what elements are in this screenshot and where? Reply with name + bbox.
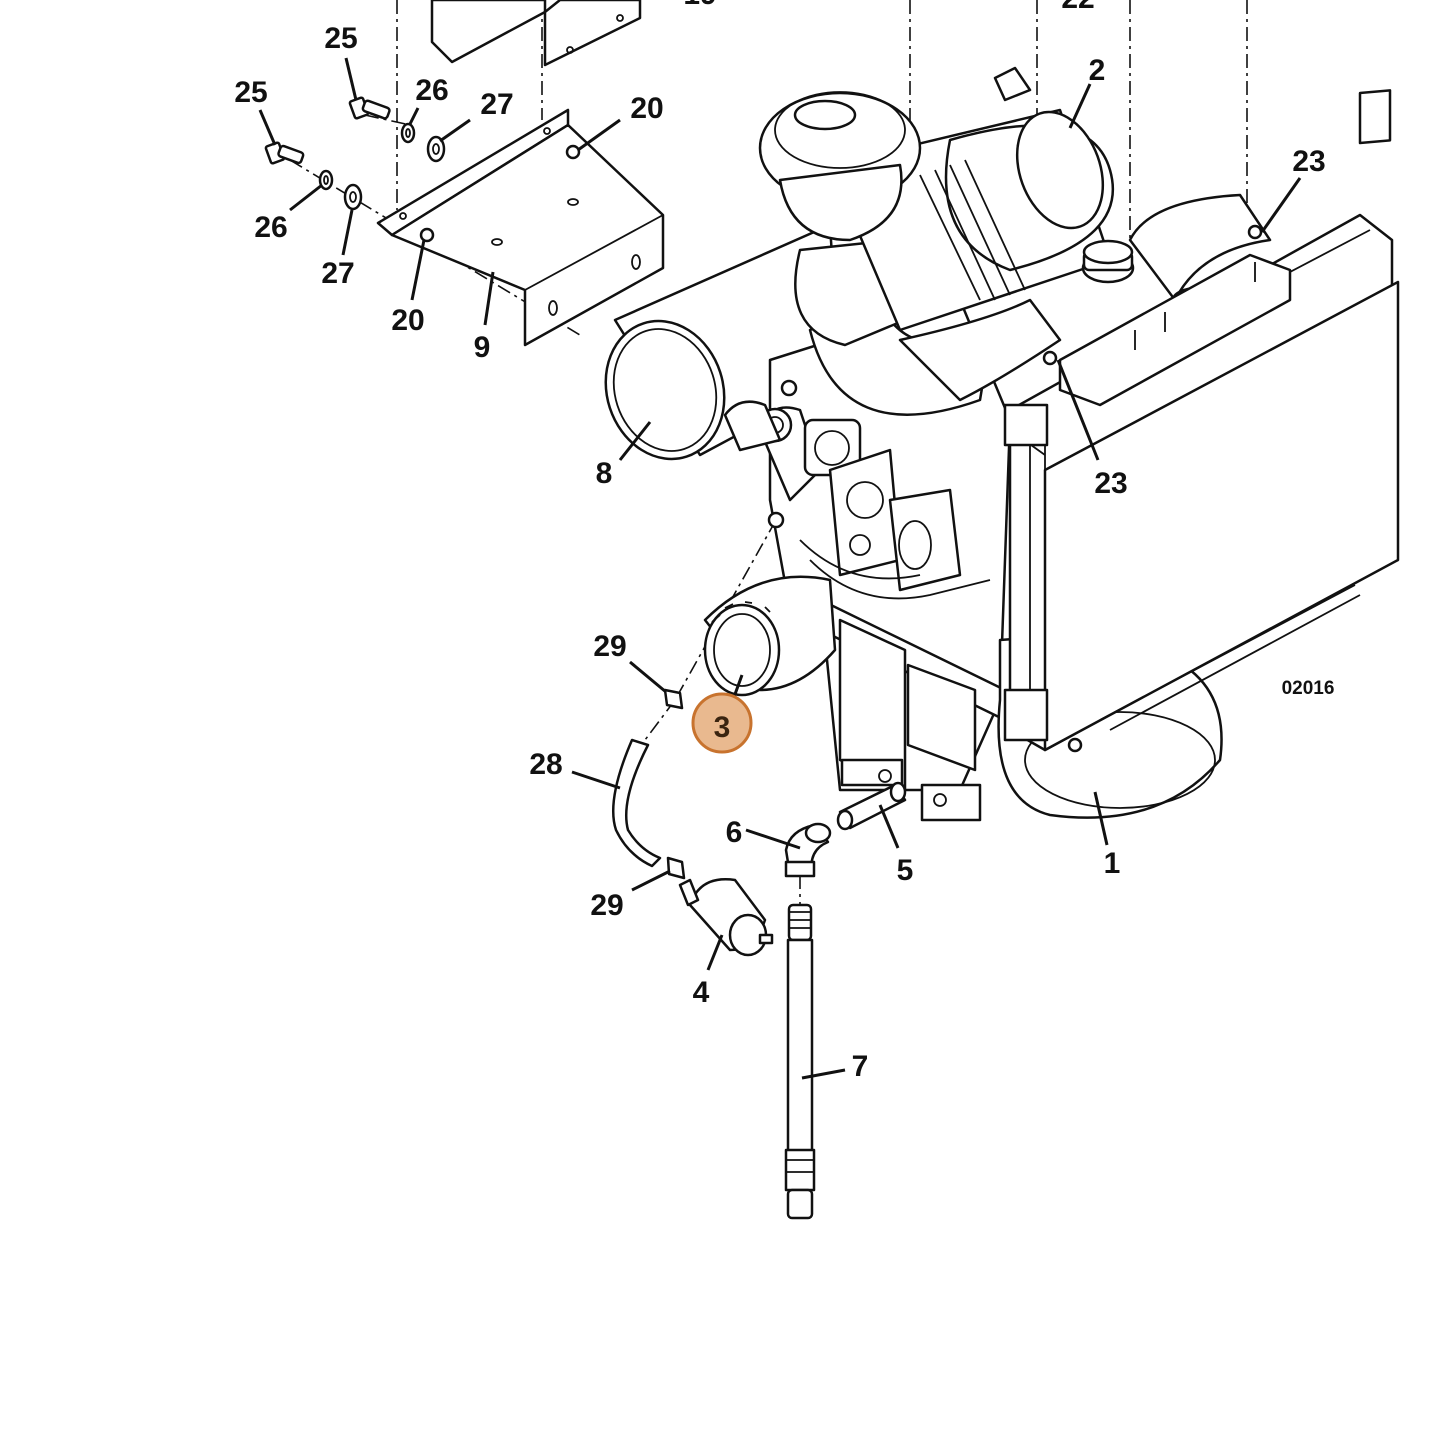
highlighted-callout-3[interactable]: 3	[691, 692, 753, 754]
callout-23[interactable]: 23	[1292, 145, 1325, 178]
callout-9[interactable]: 9	[474, 331, 491, 364]
highlight-circle[interactable]	[691, 692, 753, 754]
callout-20[interactable]: 20	[630, 92, 663, 125]
fittings	[784, 781, 907, 878]
callout-26[interactable]: 26	[254, 211, 287, 244]
callout-28[interactable]: 28	[529, 748, 562, 781]
callout-29[interactable]: 29	[590, 889, 623, 922]
figure-number: 02016	[1282, 678, 1335, 699]
callout-20[interactable]: 20	[391, 304, 424, 337]
fuel-line	[611, 688, 774, 957]
callout-25[interactable]: 25	[324, 22, 357, 55]
callout-22[interactable]: 22	[1061, 0, 1094, 15]
callout-27[interactable]: 27	[321, 257, 354, 290]
upper-bracket	[430, 0, 642, 67]
callouts: 25 26 27 20 25 26 27 20 9 8 2 22 19 23 2…	[234, 0, 1325, 1083]
drain-hose	[784, 903, 816, 1220]
callout-25[interactable]: 25	[234, 76, 267, 109]
leader-lines	[258, 57, 1302, 1080]
callout-4[interactable]: 4	[693, 976, 710, 1009]
callout-27[interactable]: 27	[480, 88, 513, 121]
callout-2[interactable]: 2	[1089, 54, 1106, 87]
callout-8[interactable]: 8	[596, 457, 613, 490]
mounting-bracket	[376, 108, 665, 347]
engine-assembly	[723, 66, 1272, 822]
oil-filter	[703, 575, 837, 697]
callout-3[interactable]: 3	[714, 711, 731, 744]
callout-26[interactable]: 26	[415, 74, 448, 107]
callout-29[interactable]: 29	[593, 630, 626, 663]
callout-7[interactable]: 7	[852, 1050, 869, 1083]
callout-5[interactable]: 5	[897, 854, 914, 887]
hardware	[264, 96, 581, 243]
callout-19[interactable]: 19	[683, 0, 716, 11]
callout-6[interactable]: 6	[726, 816, 743, 849]
radiator	[1003, 89, 1400, 753]
callout-1[interactable]: 1	[1104, 847, 1121, 880]
callout-23[interactable]: 23	[1094, 467, 1127, 500]
